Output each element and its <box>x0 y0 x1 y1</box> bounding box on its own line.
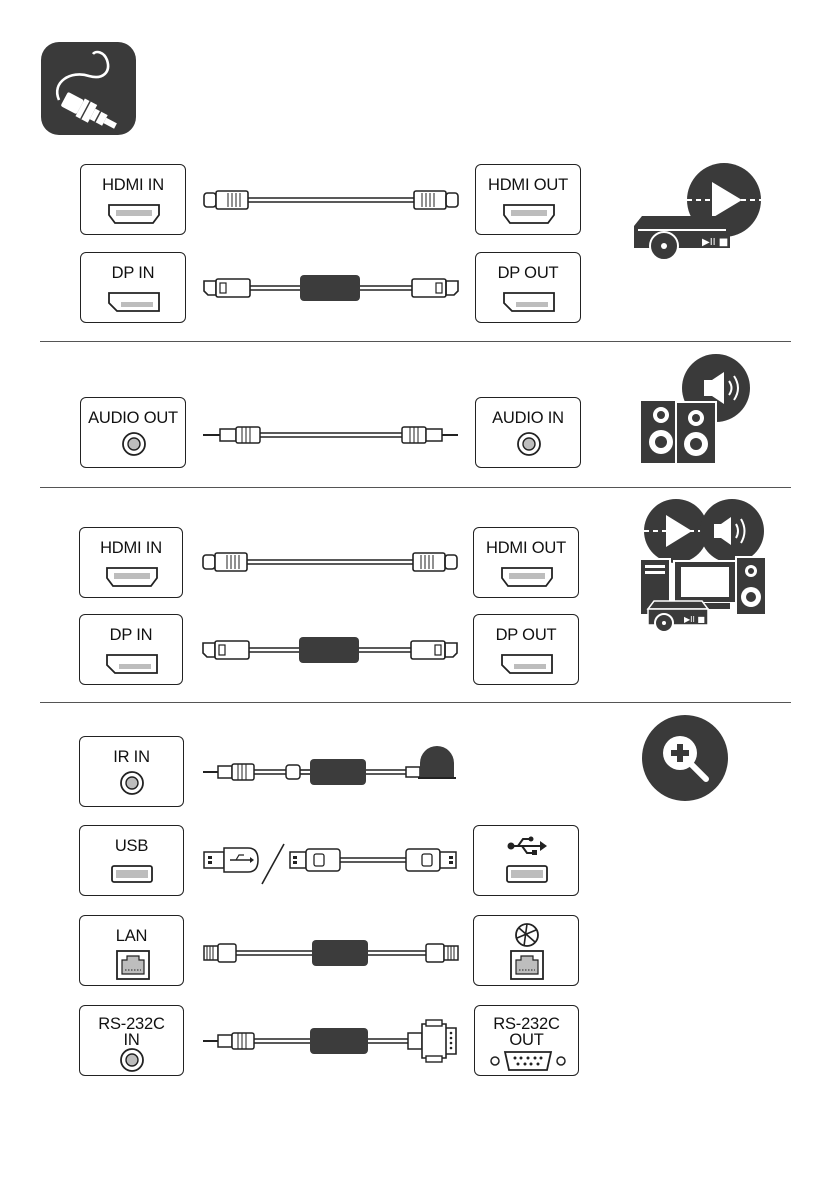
dp-port-icon <box>502 291 556 313</box>
usb-port-icon <box>111 864 153 884</box>
port-lan-network <box>473 915 579 986</box>
usb-symbol-icon <box>506 836 548 856</box>
dp-cable <box>199 634 461 666</box>
port-label: DP IN <box>80 627 182 644</box>
speakers-icon <box>636 350 766 470</box>
port-label: USB <box>80 838 183 855</box>
dp-port-icon <box>107 291 161 313</box>
dp-cable <box>200 272 462 304</box>
hdmi-cable <box>199 547 461 577</box>
port-ir-in: IR IN <box>79 736 184 807</box>
port-label: HDMI OUT <box>476 177 580 194</box>
port-label: DP OUT <box>474 627 578 644</box>
lan-cable <box>200 937 462 969</box>
hdmi-port-icon <box>107 203 161 225</box>
section-divider <box>40 487 791 488</box>
section-divider <box>40 702 791 703</box>
port-label: HDMI IN <box>80 540 182 557</box>
pc-av-icon: ▶II ■ <box>636 495 772 633</box>
port-dp-in: DP IN <box>79 614 183 685</box>
audio-jack-icon <box>120 430 148 458</box>
ir-receiver-cable <box>200 745 462 793</box>
port-label: DP IN <box>81 265 185 282</box>
media-player-icon: ▶II ■ <box>610 160 770 270</box>
port-rs232c-in: RS-232C IN <box>79 1005 184 1076</box>
port-hdmi-out: HDMI OUT <box>475 164 581 235</box>
port-dp-in: DP IN <box>80 252 186 323</box>
audio-cable <box>200 420 462 450</box>
port-hdmi-out: HDMI OUT <box>473 527 579 598</box>
port-label: DP OUT <box>476 265 580 282</box>
audio-jack-icon <box>118 1046 146 1074</box>
port-dp-out: DP OUT <box>475 252 581 323</box>
corner-tab <box>0 0 40 41</box>
port-audio-out: AUDIO OUT <box>80 397 186 468</box>
svg-text:▶II ■: ▶II ■ <box>702 237 728 248</box>
port-hdmi-in: HDMI IN <box>79 527 183 598</box>
port-usb: USB <box>79 825 184 896</box>
rs232c-cable <box>200 1018 462 1068</box>
port-label: RS-232C IN <box>97 1016 167 1048</box>
port-audio-in: AUDIO IN <box>475 397 581 468</box>
rj45-port-icon <box>116 950 150 980</box>
port-label: HDMI IN <box>81 177 185 194</box>
hdmi-port-icon <box>500 566 554 588</box>
d-sub-port-icon <box>489 1050 567 1072</box>
hdmi-port-icon <box>502 203 556 225</box>
audio-jack-icon <box>515 430 543 458</box>
network-icon <box>514 922 540 948</box>
section-divider <box>40 341 791 342</box>
port-rs232c-out: RS-232C OUT <box>474 1005 579 1076</box>
audio-jack-icon <box>118 769 146 797</box>
hdmi-port-icon <box>105 566 159 588</box>
usb-port-icon <box>506 864 548 884</box>
hdmi-cable <box>200 185 462 215</box>
port-hdmi-in: HDMI IN <box>80 164 186 235</box>
zoom-in-icon <box>640 714 730 802</box>
port-label: HDMI OUT <box>474 540 578 557</box>
port-dp-out: DP OUT <box>473 614 579 685</box>
dp-port-icon <box>105 653 159 675</box>
dp-port-icon <box>500 653 554 675</box>
port-label: AUDIO IN <box>476 410 580 427</box>
port-lan: LAN <box>79 915 184 986</box>
port-label: AUDIO OUT <box>81 410 185 427</box>
rj45-port-icon <box>510 950 544 980</box>
usb-cable <box>200 840 462 888</box>
port-label: LAN <box>80 928 183 945</box>
port-usb-device <box>473 825 579 896</box>
cable-connection-icon <box>41 42 136 135</box>
svg-text:▶II ■: ▶II ■ <box>684 615 705 624</box>
port-label: RS-232C OUT <box>487 1016 567 1048</box>
port-label: IR IN <box>80 749 183 766</box>
